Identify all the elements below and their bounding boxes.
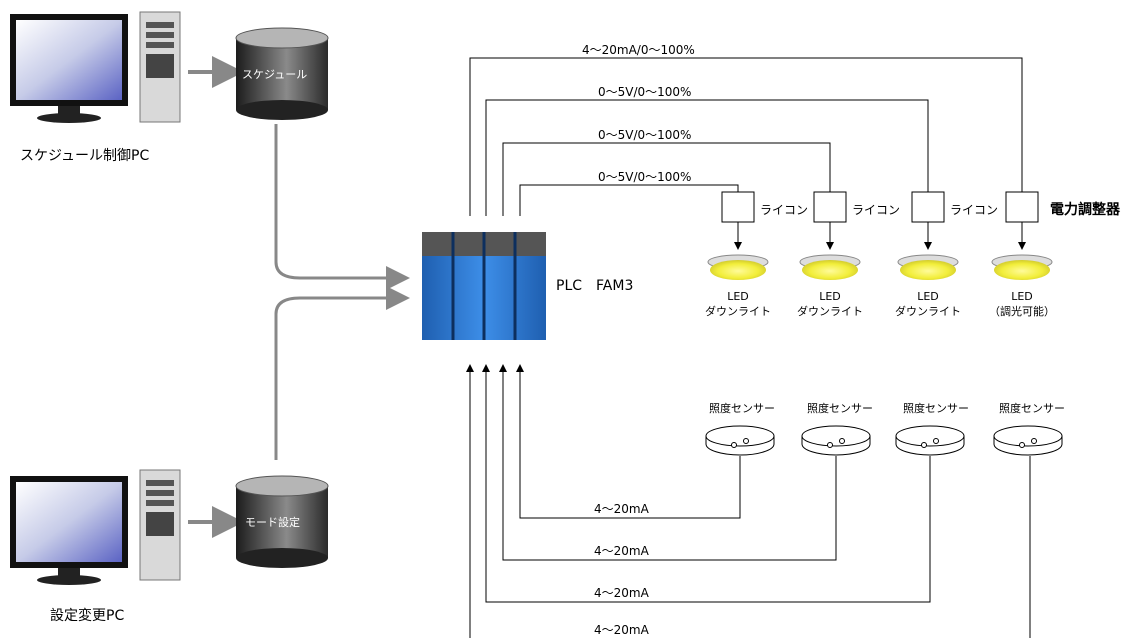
input-signal-1: 4〜20mA (594, 502, 650, 516)
led-light-icon (799, 254, 861, 280)
schedule-pc-label: スケジュール制御PC (20, 148, 149, 164)
illuminance-sensor-icon (801, 425, 871, 456)
controller-4 (1005, 191, 1039, 250)
led-light-icon (991, 254, 1053, 280)
settings-pc-label: 設定変更PC (50, 607, 124, 624)
input-lines (466, 364, 1031, 638)
light-1-line1: LED (727, 290, 749, 303)
controller-label-4: 電力調整器 (1050, 201, 1121, 218)
output-signal-4: 0〜5V/0〜100% (598, 170, 691, 184)
output-signal-2: 0〜5V/0〜100% (598, 85, 691, 99)
light-4-line1: LED (1011, 290, 1033, 303)
schedule-db-icon (235, 27, 329, 120)
light-3-line1: LED (917, 290, 939, 303)
light-4-line2: （調光可能） (989, 304, 1055, 318)
controller-label-3: ライコン (950, 203, 998, 217)
led-light-icon (707, 254, 769, 280)
illuminance-sensor-icon (993, 425, 1063, 456)
light-2-line2: ダウンライト (797, 304, 863, 318)
input-signal-2: 4〜20mA (594, 544, 650, 558)
settings-pc: モード設定 設定変更PC (10, 469, 329, 624)
input-signal-3: 4〜20mA (594, 586, 650, 600)
settings-db-label: モード設定 (245, 515, 300, 529)
sensor-label-4: 照度センサー (999, 401, 1065, 415)
controller-1 (721, 191, 755, 250)
output-signal-3: 0〜5V/0〜100% (598, 128, 691, 142)
input-signal-4: 4〜20mA (594, 623, 650, 637)
plc-label: PLC FAM3 (556, 278, 633, 294)
controller-label-1: ライコン (760, 203, 808, 217)
light-2-line1: LED (819, 290, 841, 303)
plc-unit (422, 232, 546, 340)
controller-2 (813, 191, 847, 250)
sensor-label-3: 照度センサー (903, 401, 969, 415)
settings-to-plc-arrow (274, 286, 410, 460)
schedule-db-label: スケジュール (242, 68, 307, 81)
controller-label-2: ライコン (852, 203, 900, 217)
sensor-label-1: 照度センサー (709, 401, 775, 415)
controller-3 (911, 191, 945, 250)
output-lines (469, 57, 1023, 216)
output-signal-1: 4〜20mA/0〜100% (582, 43, 695, 57)
led-light-icon (897, 254, 959, 280)
schedule-pc: スケジュール スケジュール制御PC (10, 11, 329, 164)
light-1-line2: ダウンライト (705, 304, 771, 318)
light-3-line2: ダウンライト (895, 304, 961, 318)
illuminance-sensor-icon (705, 425, 775, 456)
schedule-to-plc-arrow (274, 124, 410, 290)
illuminance-sensor-icon (895, 425, 965, 456)
sensor-label-2: 照度センサー (807, 401, 873, 415)
settings-db-icon (235, 475, 329, 568)
